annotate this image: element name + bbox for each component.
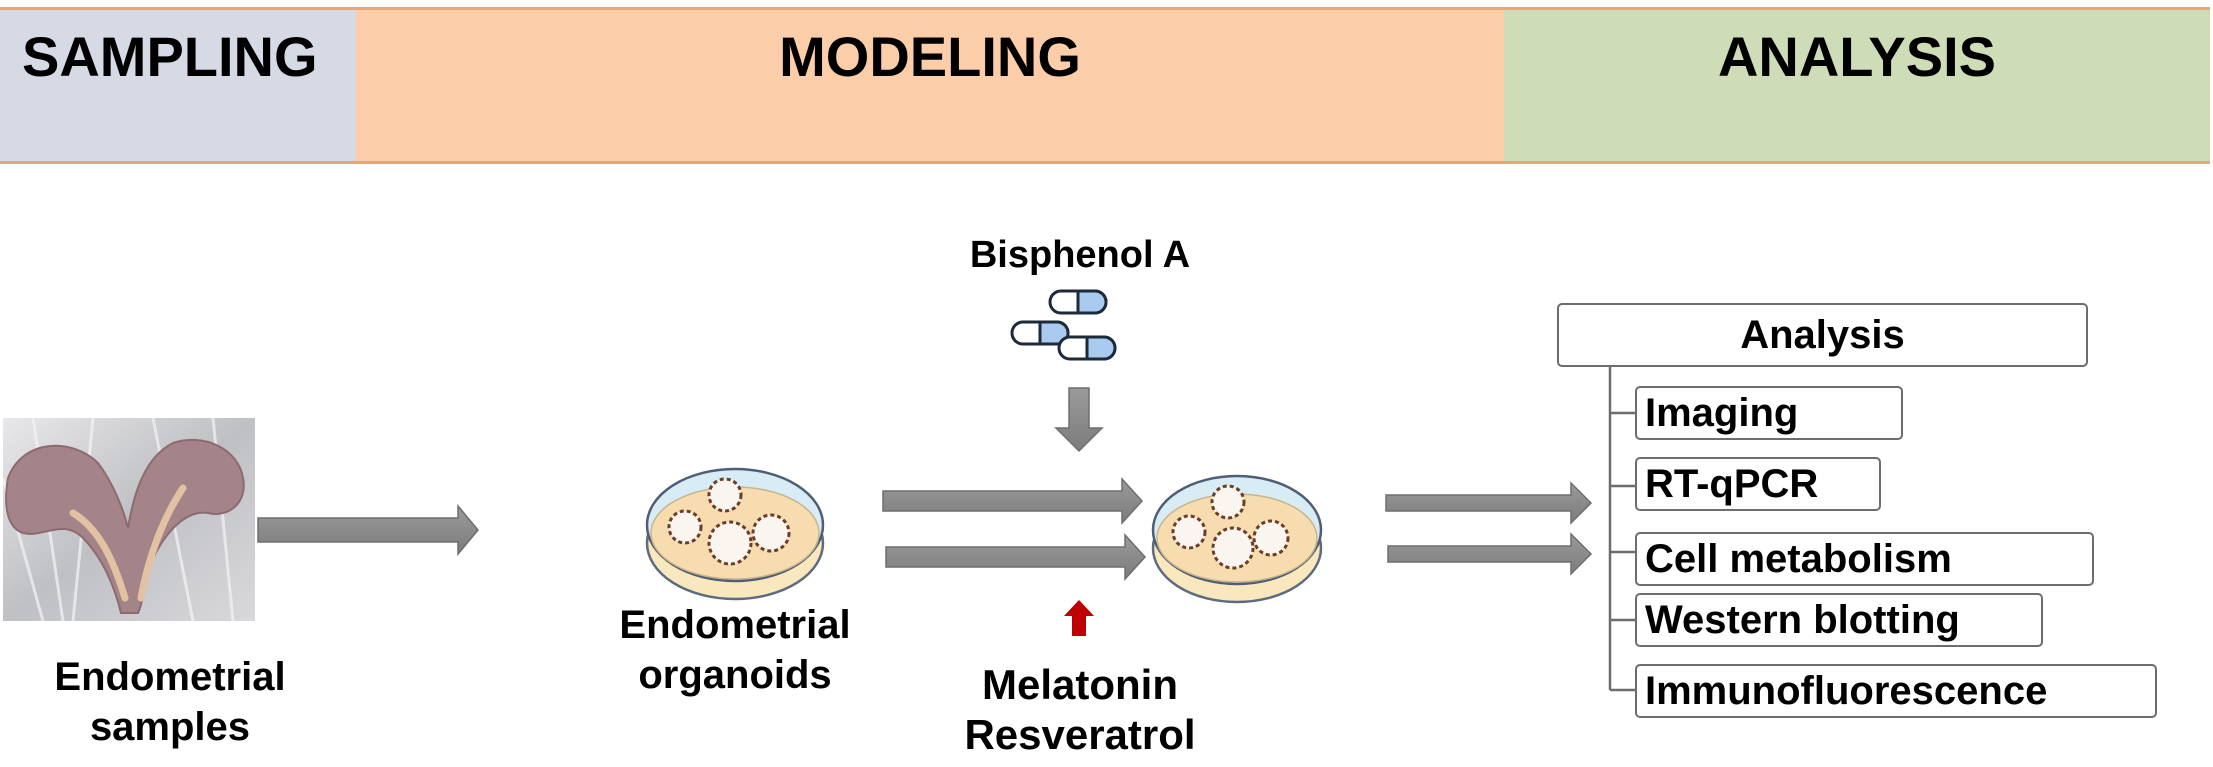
endometrial-samples-caption: Endometrial samples	[40, 652, 300, 752]
arrow-down-bisphenol	[1054, 387, 1104, 453]
phase-band-modeling: MODELING	[356, 7, 1504, 164]
caption-line: samples	[89, 705, 251, 749]
phase-title-sampling: SAMPLING	[22, 25, 318, 88]
treatment-resveratrol: Resveratrol	[964, 711, 1196, 759]
petri-dish-treated	[1151, 474, 1323, 604]
melatonin-resveratrol-label: Melatonin Resveratrol	[940, 660, 1220, 761]
phase-title-modeling: MODELING	[779, 25, 1081, 88]
arrow-to-analysis-lower	[1387, 532, 1593, 576]
petri-dish-organoids	[645, 467, 825, 601]
caption-line: organoids	[638, 653, 832, 697]
analysis-item-western-blotting: Western blotting	[1635, 593, 2043, 647]
analysis-item-rt-qpcr: RT-qPCR	[1635, 457, 1881, 511]
analysis-item-cell-metabolism: Cell metabolism	[1635, 532, 2094, 586]
arrow-to-analysis-upper	[1385, 481, 1593, 525]
bisphenol-a-label: Bisphenol A	[969, 234, 1191, 276]
caption-line: Endometrial	[54, 655, 286, 699]
arrow-treatment-lower	[885, 533, 1147, 581]
arrow-sampling-to-organoids	[257, 503, 479, 557]
phase-band-analysis: ANALYSIS	[1504, 7, 2210, 164]
analysis-tree-connectors	[1608, 367, 1636, 692]
analysis-item-imaging: Imaging	[1635, 386, 1903, 440]
arrow-up-melatonin	[1064, 600, 1094, 636]
caption-line: Endometrial	[619, 603, 851, 647]
treatment-melatonin: Melatonin	[982, 661, 1178, 708]
phase-title-analysis: ANALYSIS	[1717, 25, 1996, 88]
capsule-icon	[1010, 289, 1117, 361]
analysis-item-immunofluorescence: Immunofluorescence	[1635, 664, 2157, 718]
phase-band-sampling: SAMPLING	[0, 7, 356, 164]
uterus-sample-image	[3, 418, 255, 621]
endometrial-organoids-caption: Endometrial organoids	[600, 600, 870, 700]
analysis-title-box: Analysis	[1557, 303, 2088, 367]
arrow-treatment-upper	[882, 477, 1144, 525]
